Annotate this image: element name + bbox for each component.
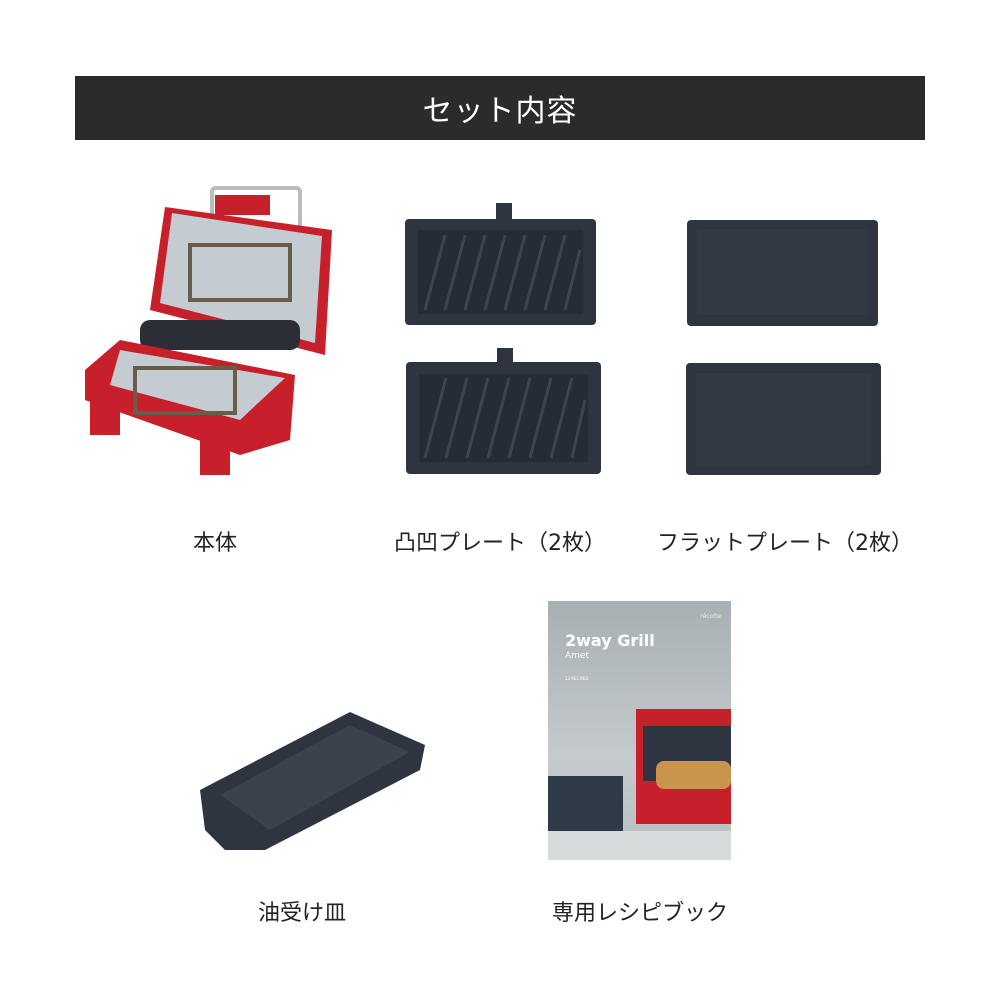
caption-main-unit: 本体: [192, 531, 238, 556]
recipe-book-image: récolte 2way Grill Amet 13 RECIPES: [548, 601, 731, 860]
section-title: セット内容: [422, 94, 578, 129]
book-logo: récolte: [700, 613, 721, 620]
caption-recipe-book: 専用レシピブック: [551, 901, 729, 926]
flat-plates-image: [686, 220, 881, 475]
caption-grill-plates: 凸凹プレート（2枚）: [394, 531, 606, 556]
caption-flat-plates: フラットプレート（2枚）: [657, 531, 913, 556]
book-subtitle: Amet: [565, 651, 589, 661]
book-recipes: 13 RECIPES: [565, 676, 589, 681]
main-unit-image: [85, 186, 332, 475]
grill-plates-image: [405, 203, 601, 474]
drip-tray-image: [200, 712, 425, 850]
caption-drip-tray: 油受け皿: [257, 901, 347, 926]
section-title-banner: セット内容: [75, 76, 925, 140]
book-title: 2way Grill: [565, 631, 655, 650]
